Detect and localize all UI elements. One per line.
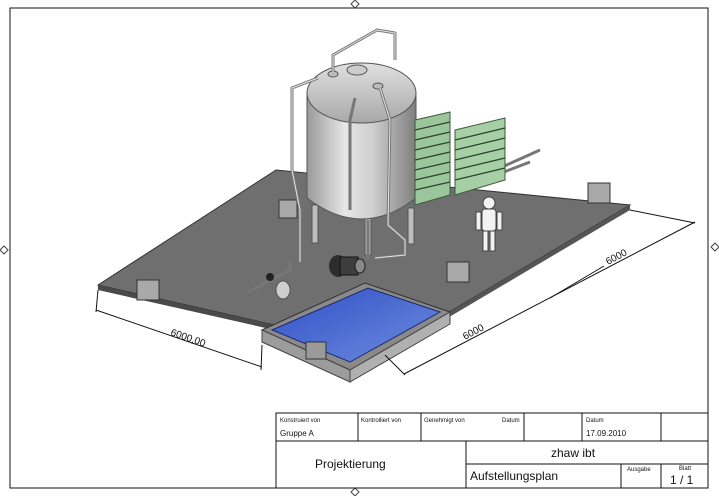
kontrolliert-label: Kontrolliert von	[361, 418, 401, 424]
dimension-right-side: 6000	[604, 247, 629, 267]
dimension-front-right: 6000	[461, 322, 486, 342]
dimension-lines	[95, 209, 696, 376]
human-figure	[475, 196, 503, 252]
organization-name: zhaw ibt	[551, 446, 596, 460]
konstruiert-value: Gruppe A	[280, 429, 314, 438]
blatt-label: Blatt	[679, 466, 691, 472]
datum-label-1: Datum	[502, 418, 520, 424]
drawing-title: Aufstellungsplan	[470, 469, 558, 483]
dimension-front-left: 6000,00	[169, 327, 207, 349]
pump-unit	[266, 255, 366, 300]
project-name: Projektierung	[315, 457, 386, 471]
ausgabe-label: Ausgabe	[627, 467, 651, 473]
pipe-highlights	[291, 29, 406, 262]
water-pit	[260, 282, 452, 383]
datum-value: 17.09.2010	[586, 429, 627, 438]
datum-label-2: Datum	[586, 418, 604, 424]
filter-rack	[414, 111, 506, 206]
support-blocks	[136, 182, 611, 301]
title-block	[275, 412, 709, 489]
konstruiert-label: Konstruiert von	[280, 418, 320, 424]
blatt-value: 1 / 1	[670, 473, 694, 487]
genehmigt-label: Genehmigt von	[424, 418, 465, 424]
